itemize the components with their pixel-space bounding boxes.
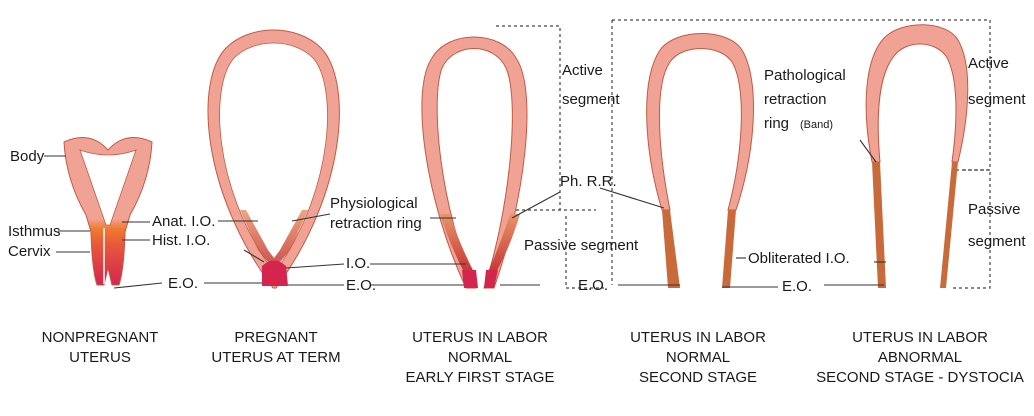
caption-3-line-3: EARLY FIRST STAGE	[406, 369, 555, 386]
caption-3-line-2: NORMAL	[448, 349, 512, 366]
label-anat-io: Anat. I.O.	[152, 213, 215, 230]
label-eo-4: E.O.	[782, 278, 812, 295]
label-isthmus: Isthmus	[8, 223, 61, 240]
label-eo-1: E.O.	[168, 275, 198, 292]
label-physiological: Physiological	[330, 195, 418, 212]
label-band: (Band)	[800, 119, 833, 131]
leader-eo-1	[114, 283, 162, 288]
caption-5-line-3: SECOND STAGE - DYSTOCIA	[816, 369, 1024, 386]
caption-1-line-1: NONPREGNANT	[42, 329, 159, 346]
leader-ph-rr-2	[600, 188, 664, 208]
labor-second-stage	[647, 34, 754, 289]
label-eo-2: E.O.	[346, 277, 376, 294]
label-active-2a: Active	[968, 55, 1009, 72]
label-ring: ring	[764, 115, 789, 132]
label-passive-2b: segment	[968, 233, 1026, 250]
label-hist-io: Hist. I.O.	[152, 232, 210, 249]
label-active-2b: segment	[968, 91, 1026, 108]
pregnant-uterus	[208, 30, 339, 288]
label-body: Body	[10, 148, 45, 165]
label-active-1a: Active	[562, 62, 603, 79]
caption-5-line-1: UTERUS IN LABOR	[852, 329, 988, 346]
leader-io-2	[286, 264, 344, 268]
label-active-1b: segment	[562, 91, 620, 108]
label-retraction-ring: retraction ring	[330, 215, 422, 232]
label-eo-3: E.O.	[578, 277, 608, 294]
caption-2-line-2: UTERUS AT TERM	[211, 349, 340, 366]
label-retraction: retraction	[764, 91, 827, 108]
caption-4-line-1: UTERUS IN LABOR	[630, 329, 766, 346]
label-ph-rr: Ph. R.R.	[560, 173, 617, 190]
labor-dystocia	[866, 25, 968, 288]
caption-3-line-1: UTERUS IN LABOR	[412, 329, 548, 346]
label-passive-segment: Passive segment	[524, 237, 639, 254]
label-pathological: Pathological	[764, 67, 846, 84]
caption-4-line-2: NORMAL	[666, 349, 730, 366]
caption-1-line-2: UTERUS	[69, 349, 131, 366]
leader-ph-rr	[512, 192, 560, 218]
label-passive-2a: Passive	[968, 201, 1021, 218]
dash-passive-2	[952, 170, 990, 288]
label-obliterated-io: Obliterated I.O.	[748, 250, 850, 267]
labor-early-first-stage	[422, 37, 527, 288]
caption-4-line-3: SECOND STAGE	[639, 369, 757, 386]
nonpregnant-uterus	[64, 138, 152, 286]
caption-5-line-2: ABNORMAL	[878, 349, 962, 366]
caption-2-line-1: PREGNANT	[234, 329, 317, 346]
label-io-2: I.O.	[346, 255, 370, 272]
label-cervix: Cervix	[8, 243, 51, 260]
